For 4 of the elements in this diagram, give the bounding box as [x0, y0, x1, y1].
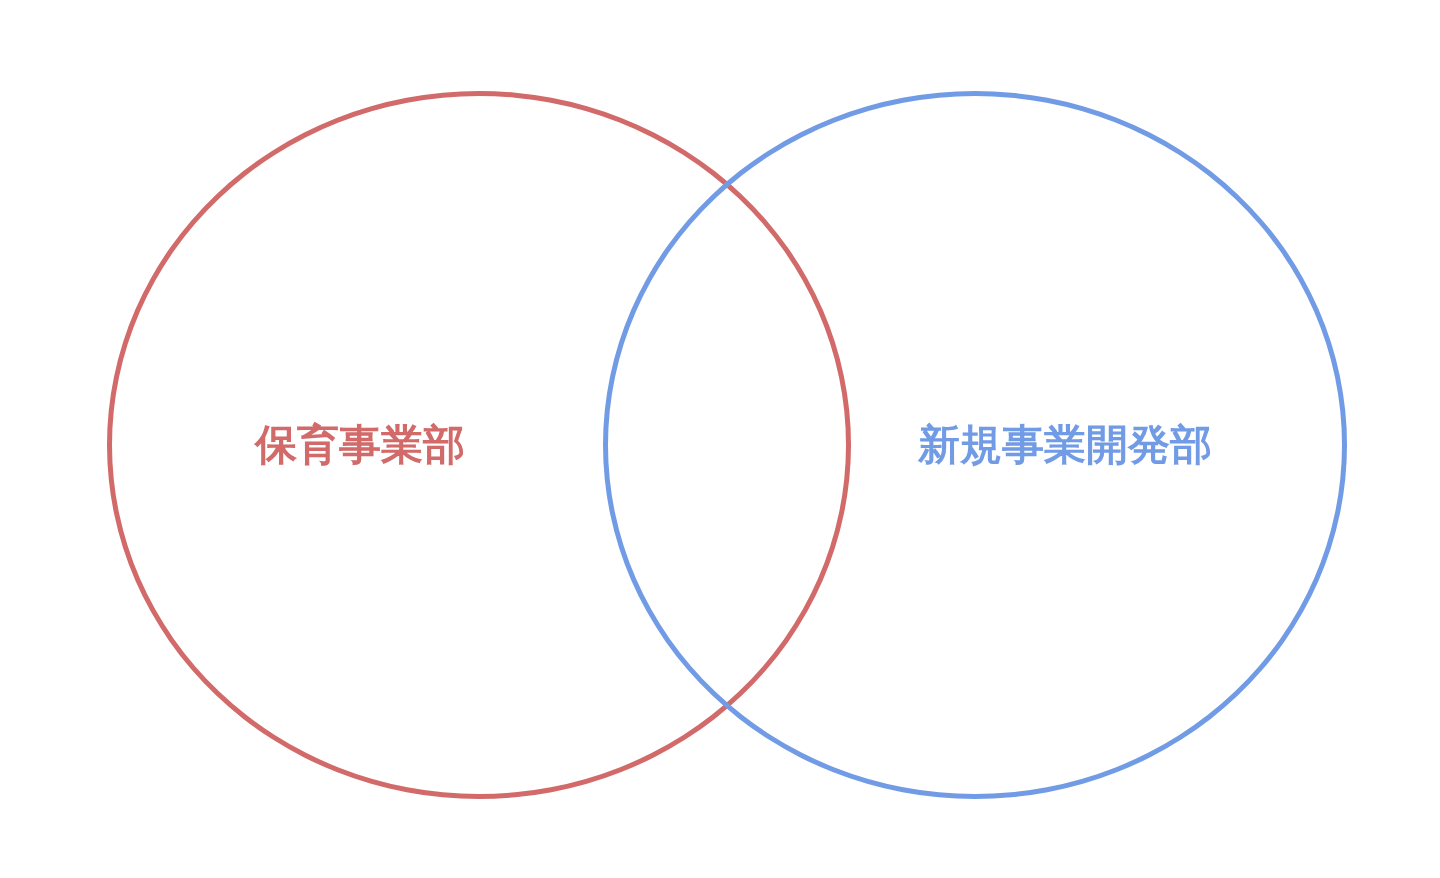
circle-label: 保育事業部 [255, 419, 465, 471]
venn-circle [603, 91, 1347, 799]
venn-circle [107, 91, 851, 799]
circle-label: 新規事業開発部 [918, 419, 1212, 471]
